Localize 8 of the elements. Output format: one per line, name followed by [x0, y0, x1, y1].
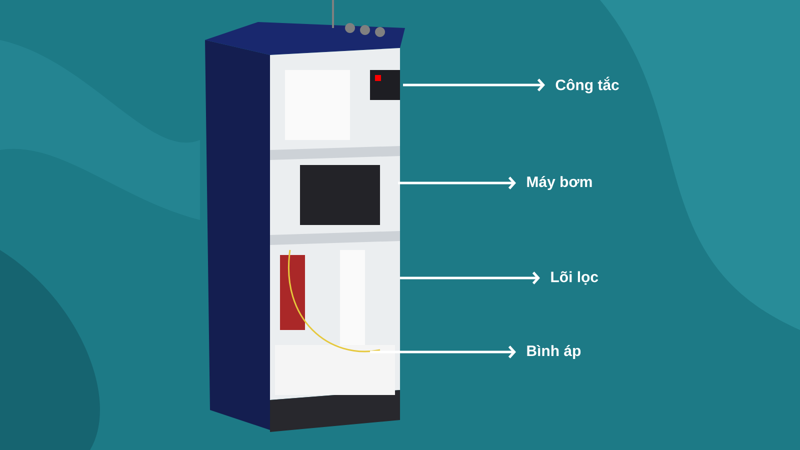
part-label: Bình áp — [527, 344, 581, 360]
arrow — [370, 346, 516, 358]
arrow — [403, 78, 546, 92]
part-label: Máy bơm — [527, 176, 592, 190]
arrow — [398, 176, 516, 190]
part-label: Lõi lọc — [551, 271, 598, 285]
arrow — [400, 272, 540, 284]
part-label: Công tắc — [556, 76, 619, 94]
